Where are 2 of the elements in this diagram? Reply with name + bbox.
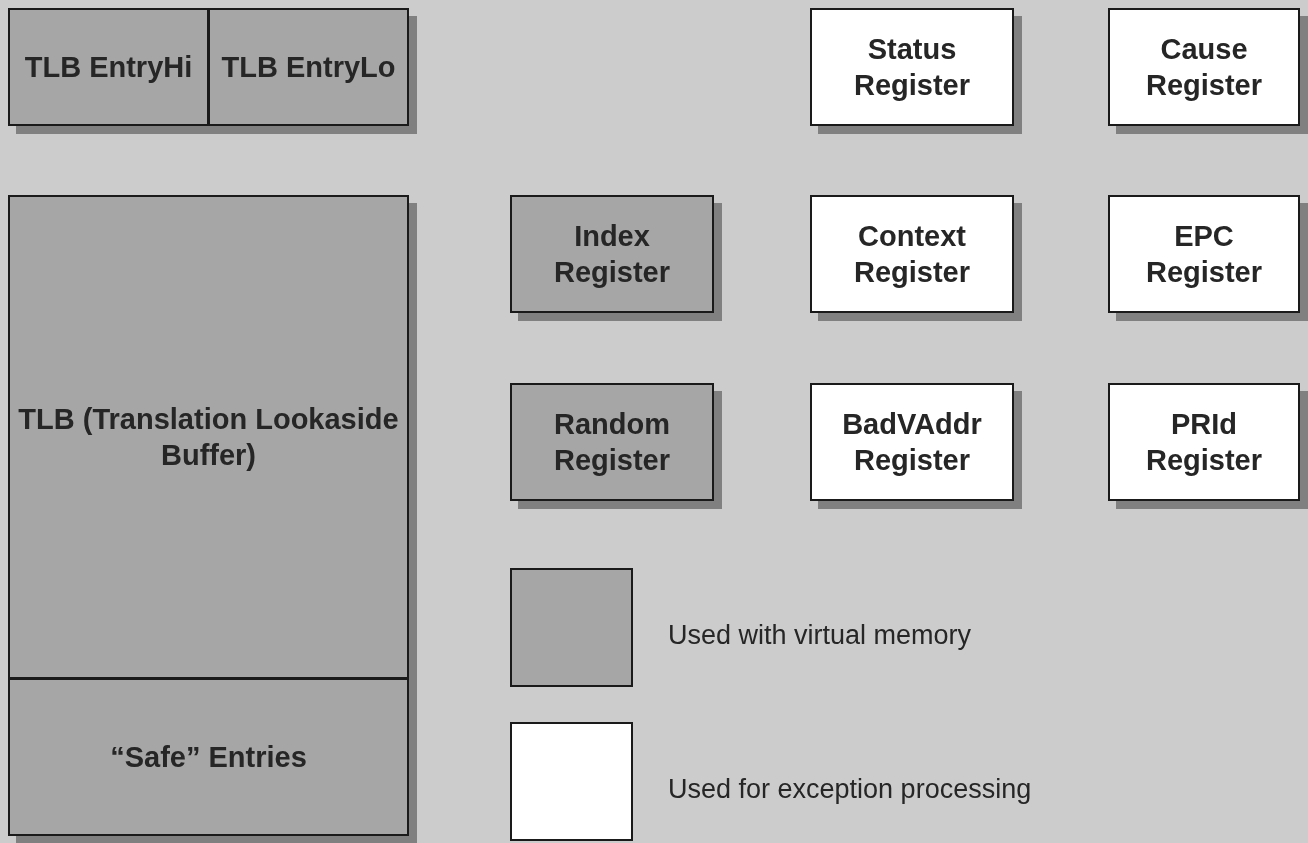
legend-label: Used for exception processing	[668, 774, 1032, 805]
legend-label: Used with virtual memory	[668, 620, 972, 651]
